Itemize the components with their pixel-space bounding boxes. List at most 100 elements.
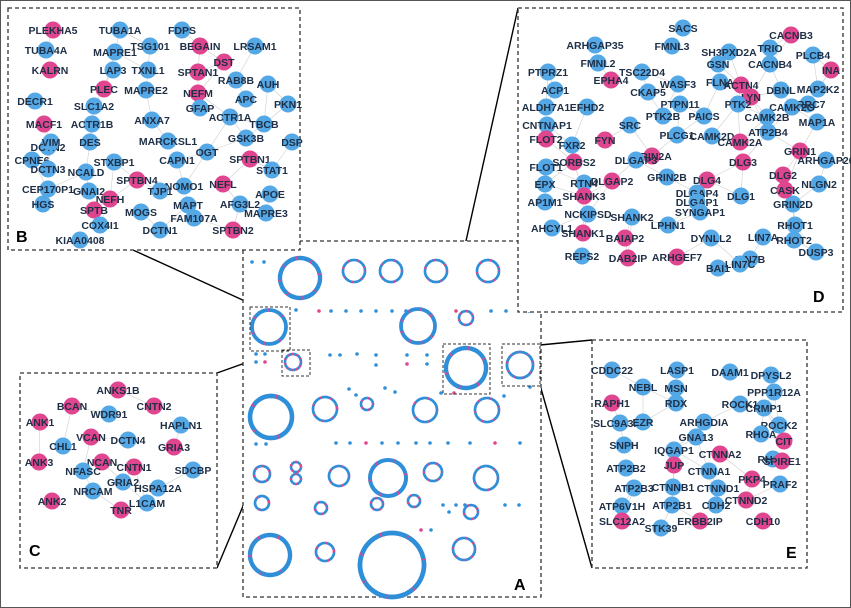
network-node-gnai2: GNAI2	[73, 182, 105, 200]
overview-node-dot	[374, 309, 378, 313]
overview-node-dot	[400, 268, 404, 271]
node-circle	[621, 116, 639, 134]
overview-node-dot	[441, 503, 445, 507]
network-node-rhot1: RHOT1	[777, 216, 813, 234]
node-label: SPTAN1	[178, 67, 219, 79]
node-circle	[731, 255, 749, 273]
node-label: WASF3	[660, 79, 696, 91]
node-label: OGT	[196, 147, 219, 159]
network-node-camk2d: CAMK2D	[690, 127, 735, 145]
network-node-dab2ip: DAB2IP	[609, 249, 647, 267]
overview-ring	[472, 464, 500, 492]
node-circle	[596, 131, 614, 149]
overview-node-dot	[364, 441, 368, 445]
node-label: DST	[214, 57, 236, 69]
node-circle	[255, 115, 273, 133]
node-circle	[625, 479, 643, 497]
node-circle	[759, 123, 777, 141]
node-circle	[538, 116, 556, 134]
node-circle	[263, 161, 281, 179]
node-label: CEP170P1	[22, 184, 74, 196]
network-node-cntn1: CNTN1	[116, 458, 152, 476]
node-circle	[668, 361, 686, 379]
node-circle	[729, 95, 747, 113]
node-label: GFAP	[186, 103, 215, 115]
node-circle	[603, 172, 621, 190]
network-node-lap3: LAP3	[100, 61, 127, 79]
node-label: FLOT2	[529, 134, 562, 146]
node-label: PLEC	[90, 84, 118, 96]
network-node-praf2: PRAF2	[763, 475, 797, 493]
overview-node-dot	[268, 471, 272, 474]
node-label: FLOT1	[529, 162, 562, 174]
network-node-tsg101: TSG101	[130, 37, 170, 55]
node-label: SORBS2	[552, 157, 595, 169]
network-node-gfap: GFAP	[186, 99, 215, 117]
node-circle	[543, 219, 561, 237]
network-node-sptbn2: SPTBN2	[212, 221, 254, 239]
node-circle	[173, 21, 191, 39]
node-circle	[34, 195, 52, 213]
panel-a-letter: A	[514, 577, 526, 594]
node-label: FXR2	[559, 140, 586, 152]
network-node-gna13: GNA13	[678, 428, 714, 446]
node-label: PLCB4	[796, 50, 831, 62]
overview-ring	[247, 532, 293, 578]
network-node-fmnl3: FMNL3	[655, 37, 690, 55]
node-circle	[732, 76, 750, 94]
network-node-vim: VIM	[42, 133, 61, 151]
node-circle	[770, 416, 788, 434]
node-circle	[822, 61, 840, 79]
network-node-gria2: GRIA2	[107, 473, 139, 491]
network-node-cdh2: CDH2	[702, 496, 730, 514]
overview-ring	[357, 530, 427, 600]
node-label: LIN7A	[748, 232, 779, 244]
node-label: CACNB3	[769, 30, 813, 42]
node-label: GRIN1	[784, 146, 816, 158]
overview-node-dot	[504, 309, 508, 313]
node-circle	[168, 151, 186, 169]
overview-node-dot	[374, 353, 378, 357]
node-circle	[93, 453, 111, 471]
network-node-daam1: DAAM1	[711, 363, 749, 381]
network-node-dpysl2: DPYSL2	[751, 366, 792, 384]
node-label: NEFH	[96, 194, 125, 206]
network-node-ezr: EZR	[633, 413, 654, 431]
node-label: MACF1	[26, 119, 62, 131]
node-circle	[575, 174, 593, 192]
node-circle	[633, 63, 651, 81]
network-node-cox4i1: COX4I1	[81, 216, 119, 234]
network-node-stk39: STK39	[645, 519, 677, 537]
node-label: AP1M1	[527, 197, 562, 209]
node-circle	[619, 249, 637, 267]
node-label: MAPRE2	[124, 85, 168, 97]
network-node-apoe: APOE	[255, 185, 285, 203]
overview-ring	[327, 464, 351, 488]
node-label: CDDC22	[591, 365, 633, 377]
overview-ring	[314, 541, 336, 563]
node-label: GRIN2B	[647, 172, 687, 184]
node-label: DBNL	[766, 85, 796, 97]
node-label: GNA13	[678, 432, 713, 444]
node-circle	[82, 428, 100, 446]
network-node-dlgap2: DLGAP2	[591, 172, 633, 190]
overview-ring	[341, 258, 367, 284]
overview-ring	[406, 493, 422, 509]
node-circle	[579, 205, 597, 223]
network-node-txnl1: TXNL1	[131, 61, 165, 79]
network-node-mapre3: MAPRE3	[244, 204, 288, 222]
node-circle	[785, 231, 803, 249]
network-node-grin2d: GRIN2D	[773, 195, 813, 213]
network-node-paics: PAICS	[688, 107, 720, 125]
node-label: PTPN11	[660, 99, 699, 111]
overview-ring	[475, 258, 501, 284]
node-label: BCAN	[57, 401, 87, 413]
node-circle	[215, 53, 233, 71]
network-node-sorbs2: SORBS2	[552, 153, 596, 171]
node-circle	[721, 363, 739, 381]
node-circle	[138, 494, 156, 512]
network-node-sh3pxd2a: SH3PXD2A	[701, 43, 757, 61]
overview-node-dot	[262, 260, 266, 264]
node-label: NEFM	[183, 88, 213, 100]
